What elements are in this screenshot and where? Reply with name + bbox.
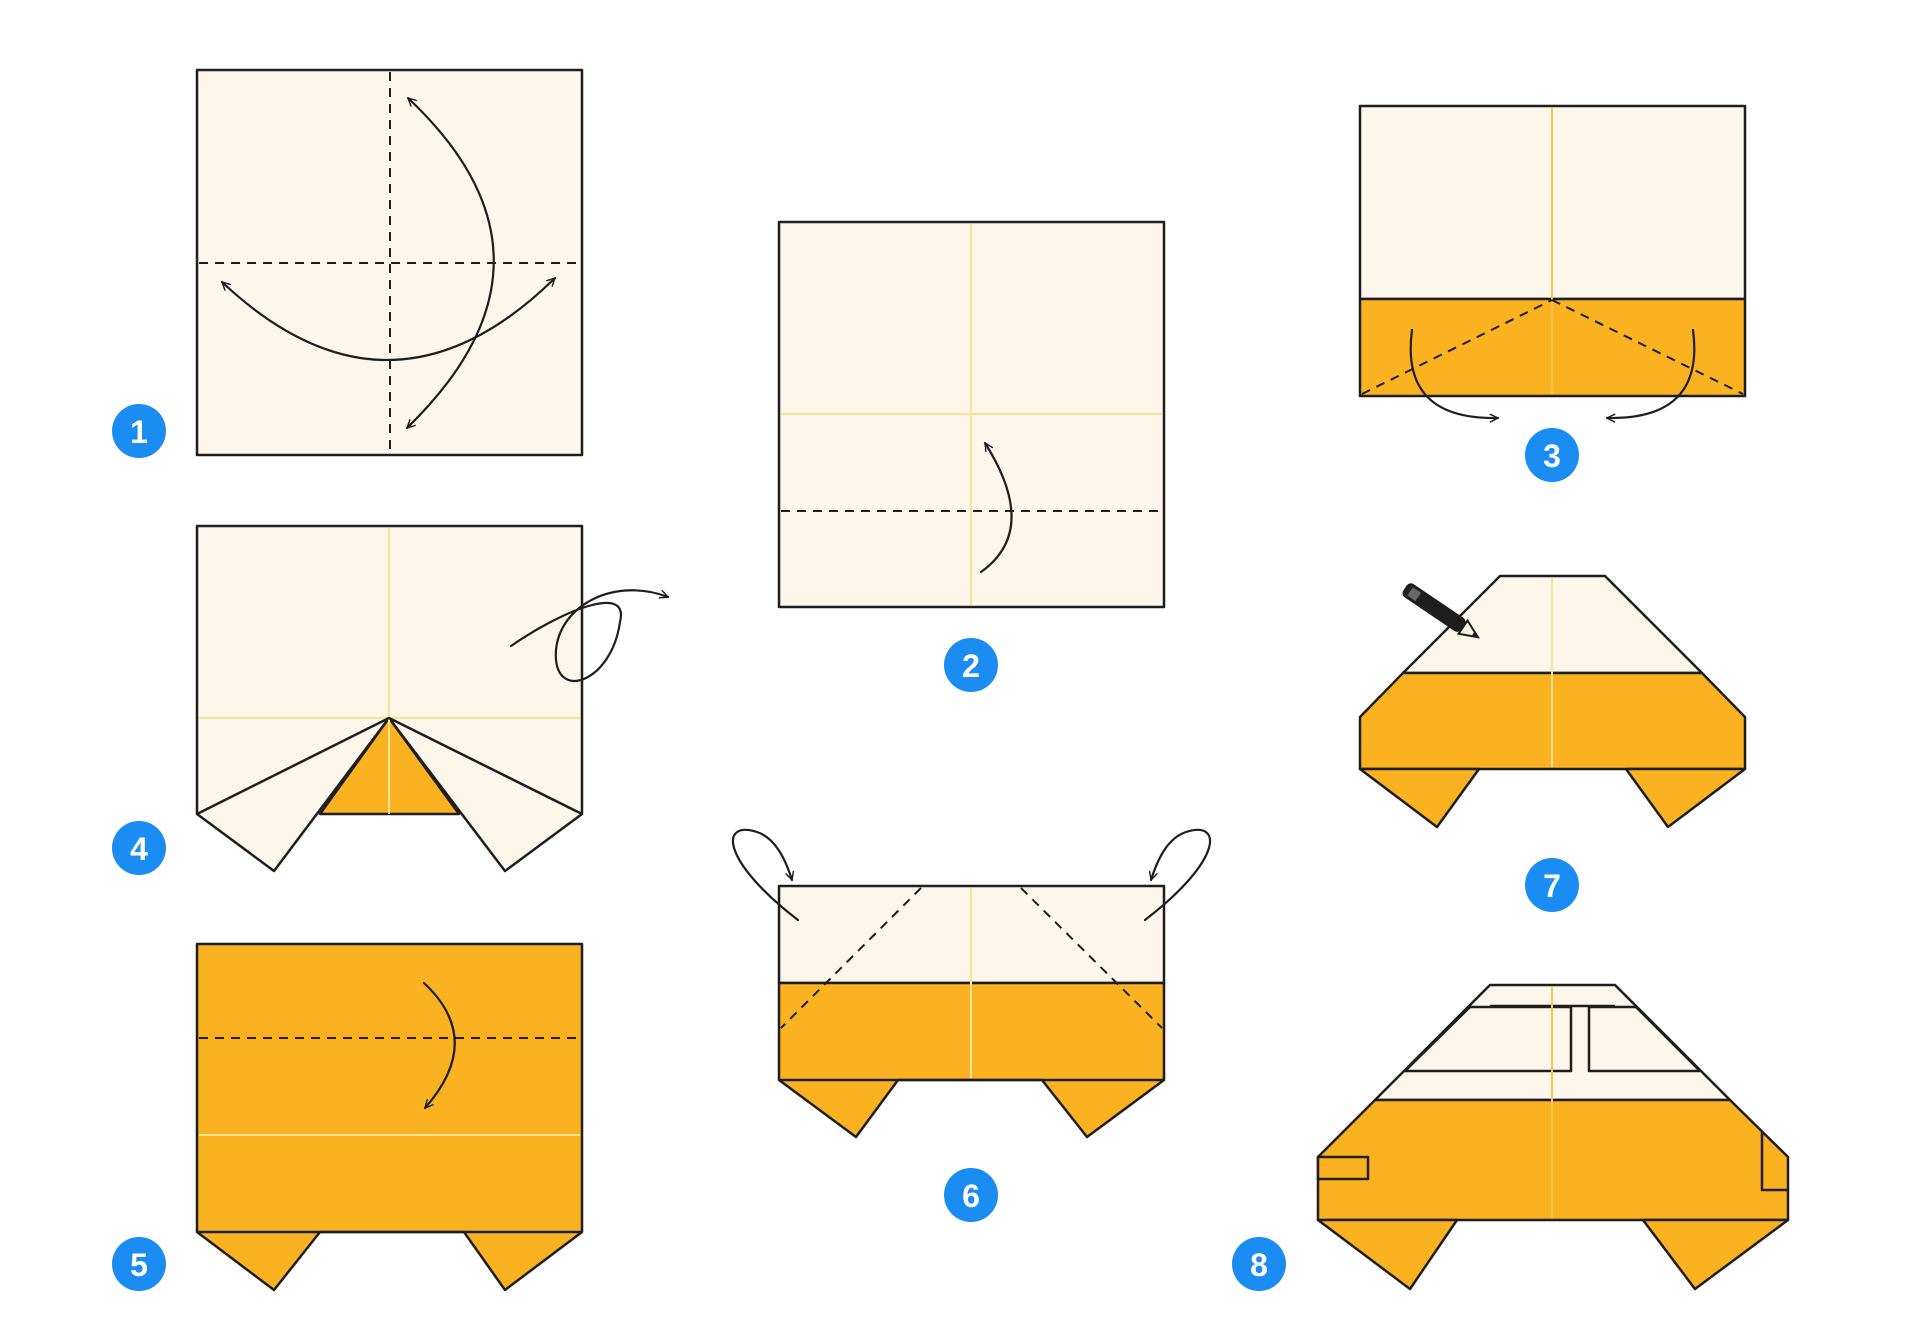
step-8-right-wheel (1641, 1218, 1790, 1291)
step-5-paper (195, 942, 584, 1292)
step-6-right-mountain-fold-arrow-icon (1143, 828, 1212, 922)
step-badge-3-number: 3 (1543, 438, 1561, 474)
step-4-left-flap-edge (196, 716, 583, 816)
step-6-left-mountain-fold-arrow-icon (731, 828, 800, 922)
step-8 (1316, 983, 1790, 1291)
step-7 (1358, 574, 1747, 829)
step-8-left-wheel (1316, 1218, 1459, 1291)
step-badge-5: 5 (112, 1237, 166, 1291)
step-badge-4-number: 4 (130, 831, 148, 867)
step-3 (1358, 104, 1747, 423)
step-1-vertical-fold-arrow-icon (405, 96, 495, 430)
step-badge-1: 1 (112, 404, 166, 458)
step-6-right-corner-fold (1020, 887, 1163, 1029)
step-3-left-diagonal-fold (1361, 299, 1553, 395)
pencil-icon (1402, 583, 1480, 639)
step-badge-1-number: 1 (130, 414, 148, 450)
step-badge-8-number: 8 (1250, 1247, 1268, 1283)
step-badge-5-number: 5 (130, 1247, 148, 1283)
step-2-fold-up-arrow-icon (979, 441, 1013, 574)
step-badge-3: 3 (1525, 428, 1579, 482)
step-8-right-window (1587, 1005, 1702, 1073)
step-3-left-fold-arrow-icon (1409, 328, 1500, 423)
step-1 (195, 68, 584, 457)
step-6 (731, 828, 1212, 1139)
step-8-headlight (1316, 1155, 1370, 1181)
step-badge-6-number: 6 (962, 1178, 980, 1214)
step-badge-2: 2 (944, 638, 998, 692)
step-7-left-wheel (1358, 767, 1481, 829)
step-4-turn-over-icon (509, 589, 670, 682)
step-1-paper (195, 68, 584, 457)
step-badge-4: 4 (112, 821, 166, 875)
step-badge-7-number: 7 (1543, 868, 1561, 904)
step-6-left-corner-fold (780, 887, 922, 1029)
step-badge-2-number: 2 (962, 648, 980, 684)
step-2 (777, 220, 1166, 609)
step-8-taillight (1760, 1132, 1788, 1192)
step-badge-7: 7 (1525, 858, 1579, 912)
step-5 (195, 942, 584, 1292)
step-7-right-wheel (1624, 767, 1747, 829)
step-badge-8: 8 (1232, 1237, 1286, 1291)
step-badge-6: 6 (944, 1168, 998, 1222)
step-3-right-fold-arrow-icon (1605, 328, 1696, 423)
step-5-fold-down-arrow-icon (422, 981, 456, 1110)
step-3-right-diagonal-fold (1551, 299, 1744, 395)
step-1-horizontal-fold-arrow-icon (220, 276, 557, 362)
step-8-left-window (1403, 1005, 1573, 1073)
step-4 (195, 524, 670, 873)
